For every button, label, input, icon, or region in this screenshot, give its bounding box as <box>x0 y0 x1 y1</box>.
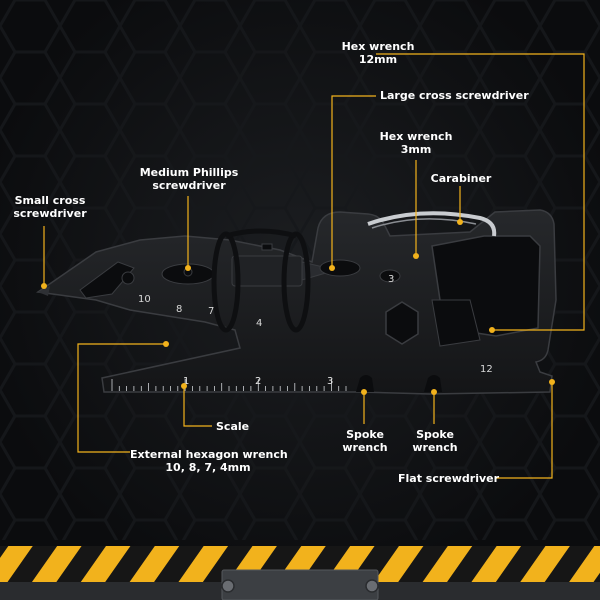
callout-line-flat <box>496 382 553 479</box>
large-cross-bit <box>301 261 338 281</box>
multitool: 10 8 7 4 3 12 1 2 3 <box>35 209 557 395</box>
label-carabiner: Carabiner <box>430 172 492 185</box>
callout-line-hex12 <box>376 53 585 331</box>
hex-12-slot <box>431 299 481 347</box>
split-ring-link <box>225 228 297 239</box>
tool-body <box>35 209 557 395</box>
callout-lines <box>43 53 585 479</box>
carabiner-gate <box>367 211 497 237</box>
spoke-notch-1 <box>356 375 374 392</box>
callout-dot <box>457 219 463 225</box>
oval-slot <box>379 269 401 283</box>
small-cross-tip <box>38 286 50 296</box>
bolt-icon <box>365 579 379 593</box>
callout-dot <box>329 265 335 271</box>
label-scale: Scale <box>216 420 250 433</box>
ruler-number-3: 3 <box>327 376 333 387</box>
hex-cutout-circle <box>121 271 135 285</box>
ruler-number-2: 2 <box>255 376 261 387</box>
carabiner-gate-inner <box>371 218 477 229</box>
callout-dot <box>489 327 495 333</box>
hex-size-10: 10 <box>138 294 151 305</box>
spoke-notch-2 <box>424 375 442 392</box>
hex12-mark: 12 <box>480 364 493 375</box>
callout-line-large-cross <box>331 95 376 268</box>
cross-cutout <box>319 259 361 277</box>
hex3-mark: 3 <box>388 274 394 285</box>
callout-dot <box>413 253 419 259</box>
small-slot <box>261 243 273 251</box>
metal-bracket <box>221 569 379 600</box>
callout-dot <box>431 389 437 395</box>
callout-dot <box>41 283 47 289</box>
callout-dot <box>361 389 367 395</box>
callout-dot <box>163 341 169 347</box>
callout-dot <box>549 379 555 385</box>
callout-dots <box>41 219 555 395</box>
label-flat-screwdriver: Flat screwdriver <box>398 472 500 485</box>
ruler-scale <box>111 379 347 391</box>
hex-size-8: 8 <box>176 304 182 315</box>
hex-size-7: 7 <box>208 306 214 317</box>
hex-12-opening <box>385 301 419 345</box>
callout-dot <box>181 383 187 389</box>
label-large-cross-screwdriver: Large cross screwdriver <box>380 89 529 102</box>
bit-holder <box>231 255 303 287</box>
callout-dot <box>185 265 191 271</box>
callout-line-scale <box>183 386 212 427</box>
hex-size-4: 4 <box>256 318 262 329</box>
ruler-number-1: 1 <box>183 376 189 387</box>
callout-line-external-hex <box>77 343 166 453</box>
bolt-icon <box>221 579 235 593</box>
